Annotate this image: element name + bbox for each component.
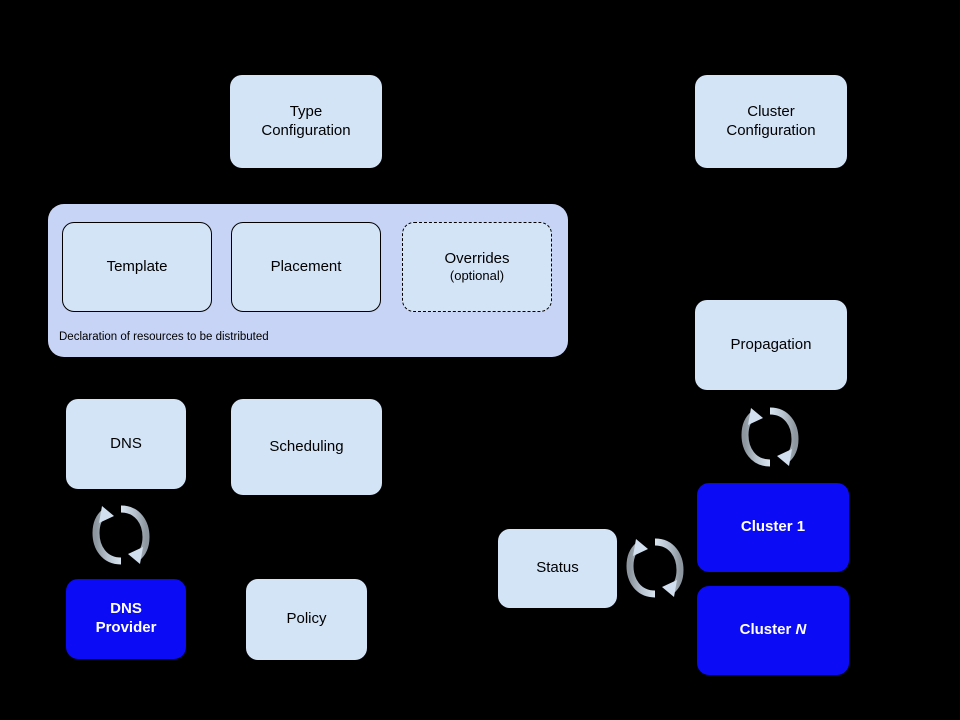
node-type-configuration-label: Type Configuration <box>261 102 351 139</box>
node-propagation[interactable]: Propagation <box>695 300 847 390</box>
sync-cycle-icon-status <box>630 539 680 597</box>
cluster-n-index: N <box>795 621 807 639</box>
node-propagation-label: Propagation <box>730 335 812 353</box>
node-type-configuration[interactable]: Type Configuration <box>230 75 382 168</box>
node-scheduling[interactable]: Scheduling <box>231 399 382 495</box>
node-cluster-n-label: Cluster N <box>739 621 807 639</box>
node-policy-label: Policy <box>286 610 327 628</box>
node-policy[interactable]: Policy <box>246 579 367 660</box>
node-scheduling-label: Scheduling <box>269 437 344 455</box>
node-cluster-configuration-label: Cluster Configuration <box>726 102 816 139</box>
node-dns-label: DNS <box>110 434 142 452</box>
node-dns-provider[interactable]: DNS Provider <box>66 579 186 659</box>
node-placement[interactable]: Placement <box>231 222 381 312</box>
node-dns-provider-label: DNS Provider <box>95 600 157 636</box>
node-cluster-configuration[interactable]: Cluster Configuration <box>695 75 847 168</box>
sync-cycle-icon-propagation <box>745 408 795 466</box>
node-template-label: Template <box>106 257 168 275</box>
node-overrides-label: Overrides (optional) <box>444 249 510 284</box>
node-cluster-1[interactable]: Cluster 1 <box>697 483 849 572</box>
node-cluster-1-label: Cluster 1 <box>740 518 806 536</box>
node-status-label: Status <box>536 559 579 577</box>
node-cluster-n[interactable]: Cluster N <box>697 586 849 675</box>
node-dns[interactable]: DNS <box>66 399 186 489</box>
node-overrides[interactable]: Overrides (optional) <box>402 222 552 312</box>
sync-cycle-icon-dns <box>96 506 146 564</box>
node-status[interactable]: Status <box>498 529 617 608</box>
node-placement-label: Placement <box>270 257 342 275</box>
federated-resource-caption: Declaration of resources to be distribut… <box>59 331 269 343</box>
node-template[interactable]: Template <box>62 222 212 312</box>
